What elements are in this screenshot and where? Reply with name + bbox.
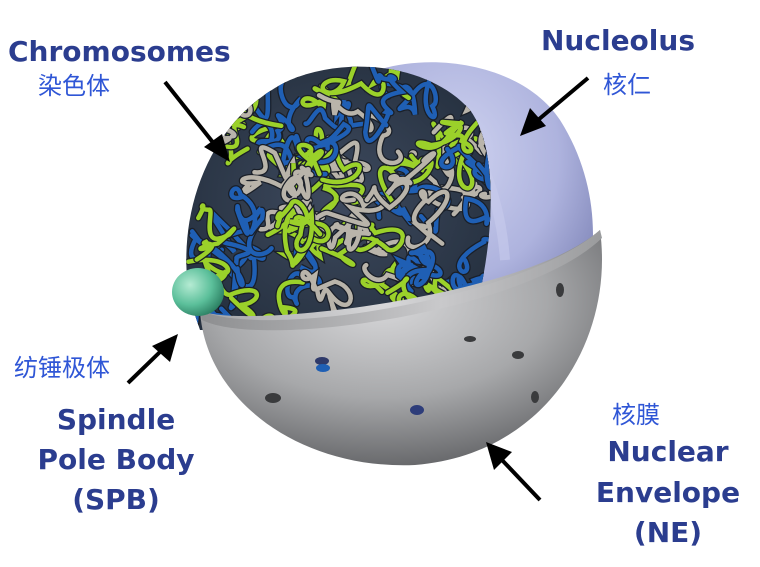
- label-spb-line2: Pole Body: [12, 446, 220, 474]
- nuclear-pore: [464, 336, 476, 342]
- label-nucleolus-zh: 核仁: [603, 73, 651, 97]
- arrow-ne: [502, 460, 540, 500]
- spindle-pole-body: [172, 268, 224, 316]
- nuclear-pore: [265, 393, 281, 403]
- label-nucleolus: Nucleolus: [541, 27, 695, 55]
- nuclear-pore: [315, 357, 329, 365]
- label-spb-line1: Spindle: [12, 406, 220, 434]
- label-chromosomes-zh: 染色体: [38, 74, 110, 98]
- label-ne-line1: Nuclear: [580, 438, 756, 466]
- label-chromosomes: Chromosomes: [8, 38, 231, 66]
- nuclear-pore: [531, 391, 539, 403]
- arrow-nucleolus: [538, 78, 588, 120]
- nuclear-pore: [316, 364, 330, 372]
- label-ne-line3: (NE): [580, 519, 756, 547]
- nuclear-pore: [410, 405, 424, 415]
- label-spb-line3: (SPB): [12, 486, 220, 514]
- label-ne-zh: 核膜: [612, 403, 660, 427]
- arrow-chromosomes: [165, 82, 215, 145]
- arrow-spb: [128, 350, 162, 383]
- chromosome-strand-outline: [225, 44, 269, 95]
- nuclear-pore: [556, 283, 564, 297]
- nuclear-pore: [512, 351, 524, 359]
- chromosome-strand: [225, 44, 269, 95]
- chromosome-strand: [195, 66, 251, 122]
- label-ne-line2: Envelope: [580, 479, 756, 507]
- label-spb-zh: 纺锤极体: [14, 356, 110, 380]
